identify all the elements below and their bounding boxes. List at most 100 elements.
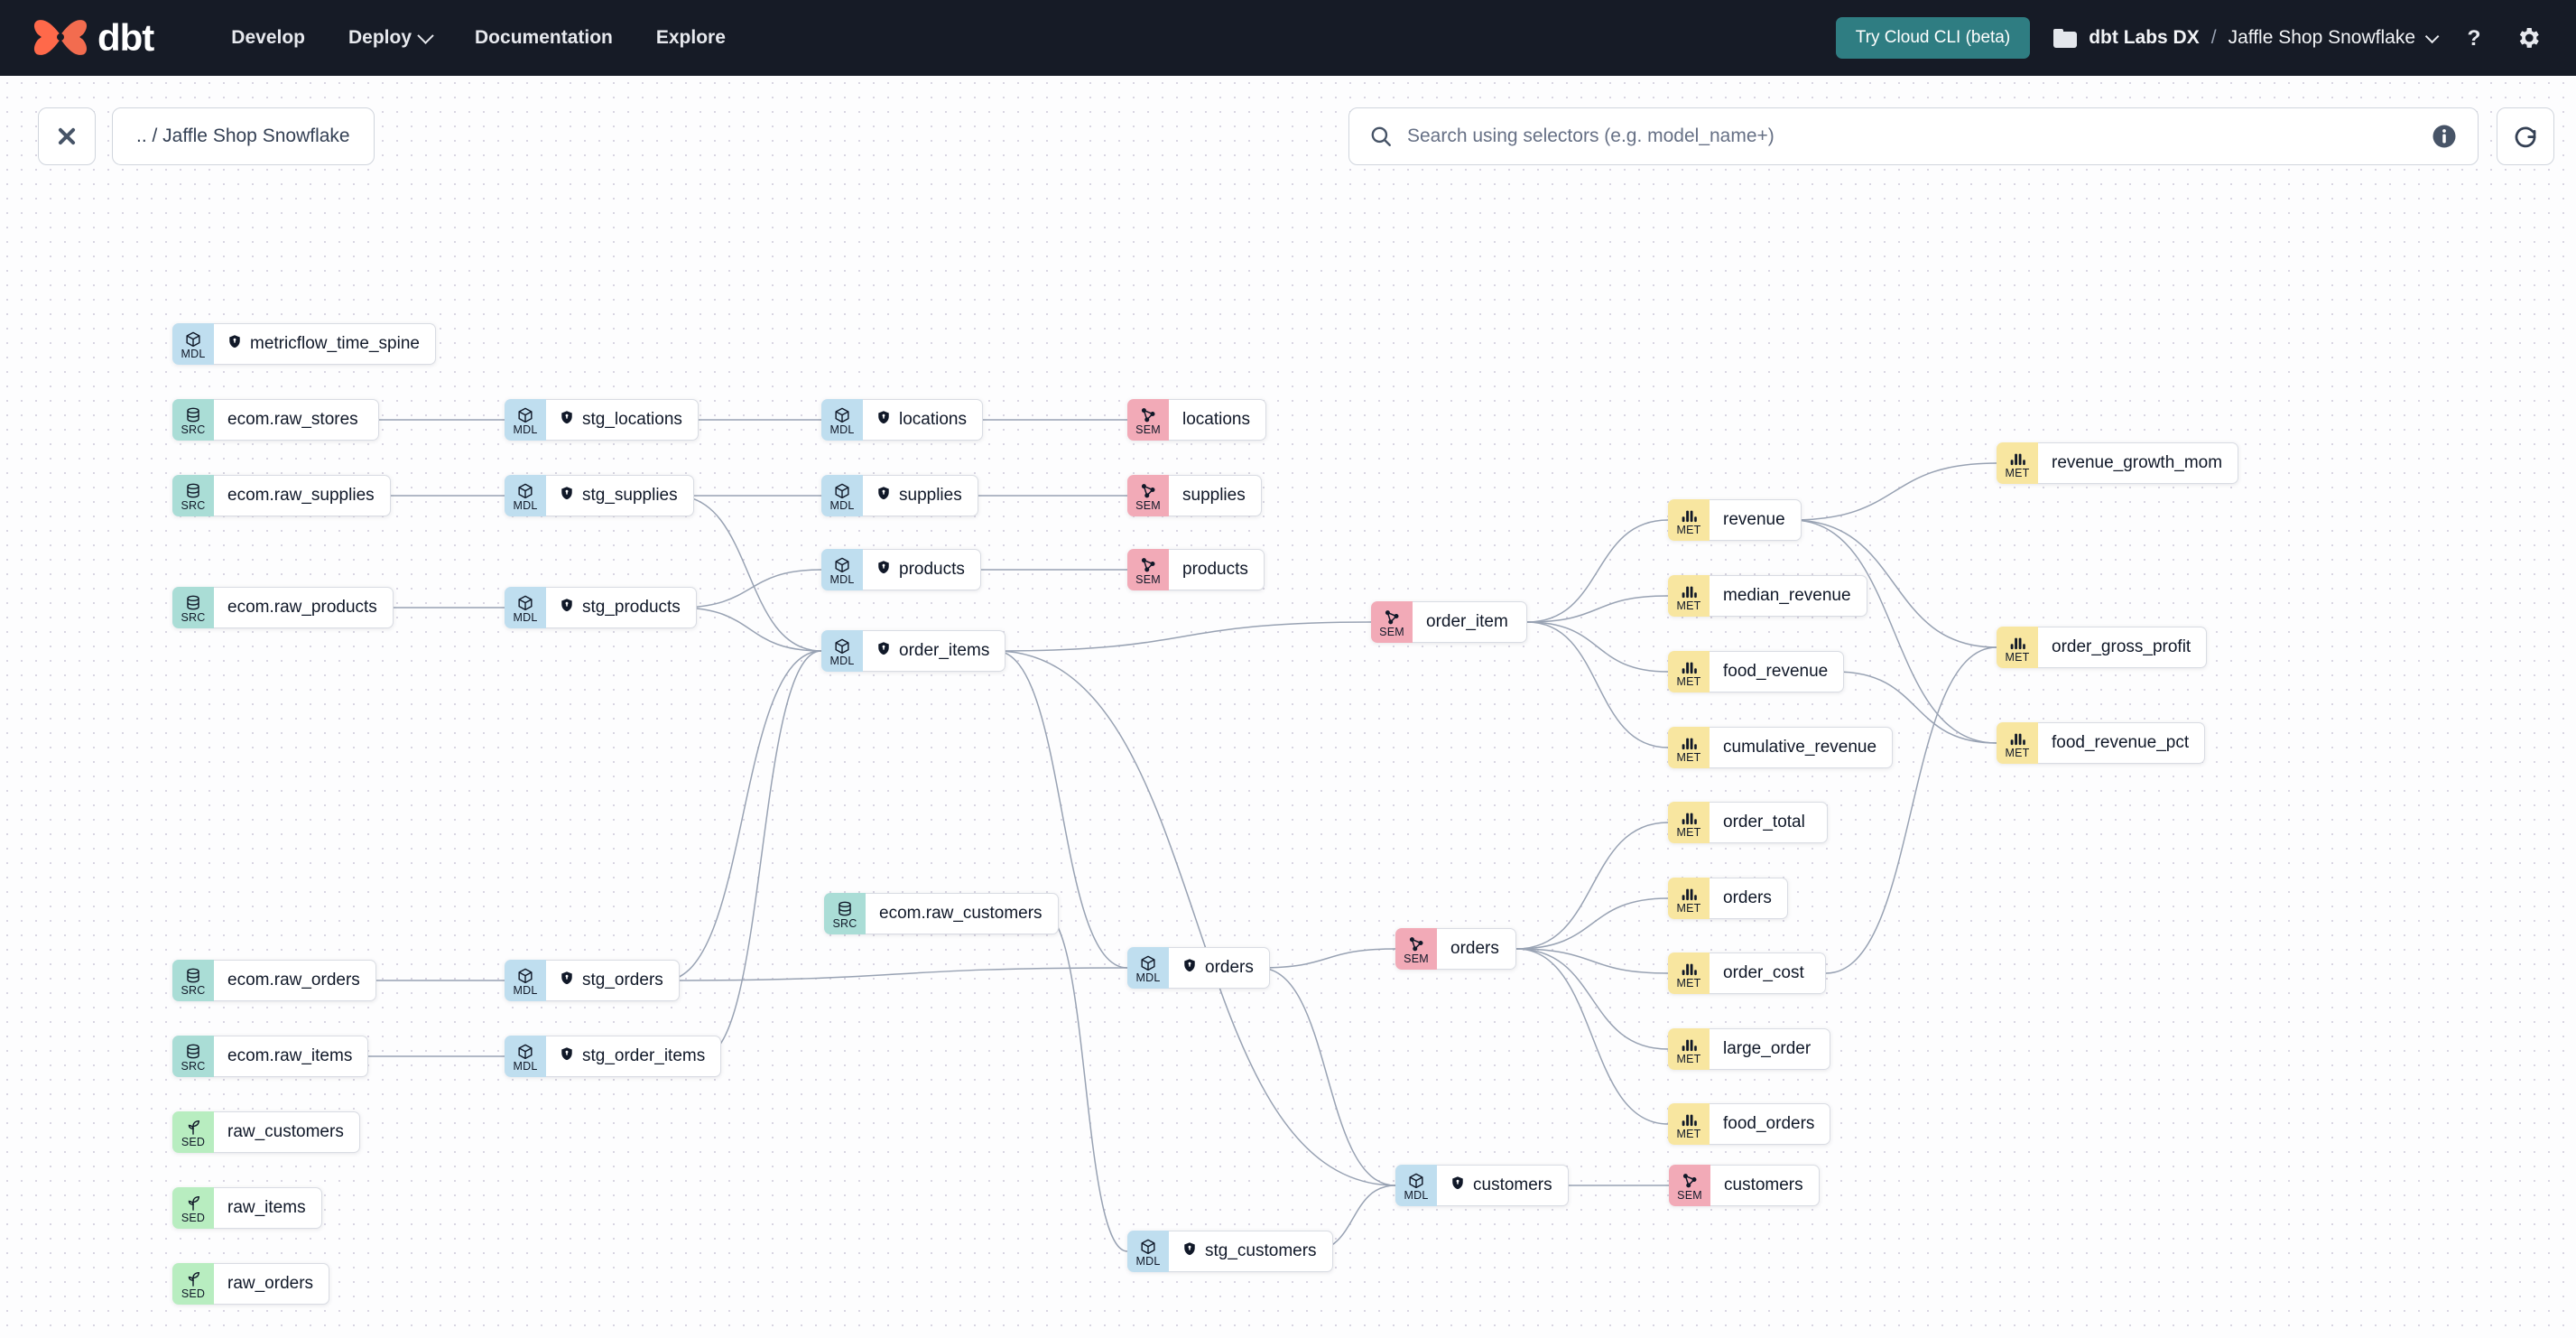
node-label: order_total <box>1723 813 1805 832</box>
nav-link-deploy[interactable]: Deploy <box>327 18 453 58</box>
node-label-wrap: raw_orders <box>214 1263 330 1305</box>
node-label-wrap: products <box>863 549 981 590</box>
nav-link-explore[interactable]: Explore <box>635 18 747 58</box>
node-label: orders <box>1723 888 1772 907</box>
help-button[interactable]: ? <box>2459 23 2489 53</box>
nav-link-documentation[interactable]: Documentation <box>453 18 635 58</box>
node-type-abbr: SEM <box>1404 952 1429 965</box>
node-label: large_order <box>1723 1039 1812 1058</box>
graph-node-mdl_orders[interactable]: MDL orders <box>1127 947 1270 989</box>
node-type-abbr: MDL <box>1135 971 1161 984</box>
edge-mdl_orders-to-mdl_customers <box>1258 967 1396 1186</box>
node-type-badge-mdl: MDL <box>505 1036 546 1077</box>
node-type-badge-mdl: MDL <box>821 630 863 672</box>
bar-chart-icon <box>2008 729 2026 748</box>
graph-node-stg_order_items[interactable]: MDL stg_order_items <box>505 1036 722 1077</box>
edge-stg_order_items-to-mdl_order_items <box>701 650 822 1057</box>
node-type-badge-sem: SEM <box>1127 399 1169 441</box>
nav-link-develop[interactable]: Develop <box>209 18 327 58</box>
node-type-abbr: SRC <box>181 610 206 624</box>
node-label-wrap: orders <box>1437 928 1516 970</box>
node-label: orders <box>1205 958 1254 977</box>
node-label: stg_customers <box>1205 1241 1317 1260</box>
node-type-badge-met: MET <box>1668 802 1710 843</box>
database-icon <box>836 900 854 918</box>
edge-stg_products-to-mdl_products <box>678 569 822 609</box>
node-type-abbr: MET <box>2005 650 2030 664</box>
node-label-wrap: customers <box>1437 1165 1569 1206</box>
node-type-abbr: MET <box>1676 674 1701 688</box>
close-button[interactable] <box>38 107 96 165</box>
project-selector[interactable]: Jaffle Shop Snowflake <box>2229 27 2440 49</box>
search-input[interactable] <box>1407 125 2416 147</box>
node-label-wrap: order_items <box>863 630 1006 672</box>
account-name[interactable]: dbt Labs DX <box>2089 27 2200 48</box>
bar-chart-icon <box>2008 634 2026 652</box>
dbt-logo[interactable]: dbt <box>32 17 154 59</box>
node-label: products <box>1182 560 1248 579</box>
shield-icon <box>876 640 891 662</box>
graph-node-met_order_total[interactable]: MET order_total <box>1668 802 1828 843</box>
settings-button[interactable] <box>2513 23 2544 53</box>
seedling-icon <box>184 1194 202 1213</box>
try-cloud-cli-button[interactable]: Try Cloud CLI (beta) <box>1835 17 2031 59</box>
shield-icon <box>876 485 891 506</box>
edge-mdl_orders-to-sem_orders <box>1258 948 1396 969</box>
node-type-badge-met: MET <box>1668 651 1710 692</box>
edge-met_revenue-to-met_revenue_growth_mom <box>1791 462 1997 521</box>
node-type-abbr: SRC <box>181 1059 206 1073</box>
node-type-abbr: MDL <box>513 983 538 997</box>
breadcrumb[interactable]: .. / Jaffle Shop Snowflake <box>112 107 375 165</box>
search-bar[interactable] <box>1348 107 2479 165</box>
node-type-abbr: MET <box>1676 599 1701 612</box>
semantic-graph-icon <box>1407 935 1425 953</box>
node-label-wrap: supplies <box>863 475 978 516</box>
edge-sem_order_item-to-met_median_revenue <box>1526 595 1669 623</box>
info-icon[interactable] <box>2431 123 2458 150</box>
database-icon <box>184 594 202 612</box>
node-label: stg_order_items <box>582 1046 706 1065</box>
edge-met_revenue-to-met_order_gross_profit <box>1791 519 1997 648</box>
refresh-button[interactable] <box>2497 107 2554 165</box>
nav-link-documentation-label: Documentation <box>475 27 613 48</box>
graph-node-sem_orders[interactable]: SEM orders <box>1395 928 1516 970</box>
node-type-badge-src: SRC <box>172 960 214 1001</box>
